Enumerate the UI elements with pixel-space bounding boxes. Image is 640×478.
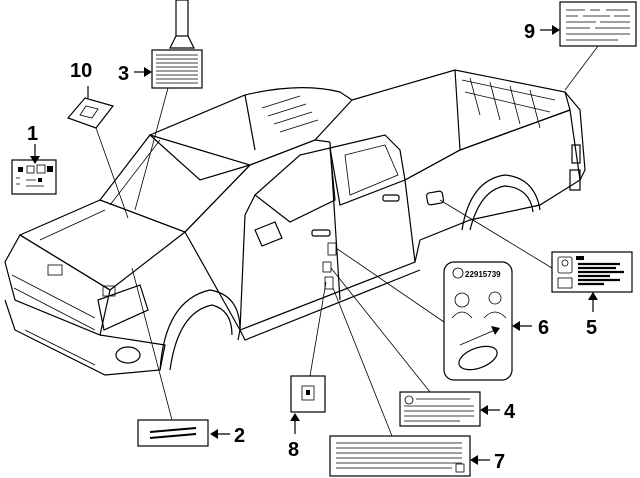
pickup-truck-illustration — [4, 69, 586, 376]
callout-5: 5 — [586, 317, 597, 339]
pillar-label-marker-c — [324, 276, 334, 290]
callout-10: 10 — [70, 60, 92, 82]
callout-2: 2 — [234, 425, 245, 447]
label-1-graphic — [11, 159, 57, 195]
label-6-part-code: 22915739 — [465, 270, 501, 279]
callout-4: 4 — [504, 401, 516, 423]
label-5-graphic — [551, 251, 633, 293]
label-9-graphic — [559, 1, 637, 47]
label-4-graphic — [399, 391, 481, 427]
pillar-label-marker-b — [322, 261, 332, 273]
callout-3: 3 — [118, 63, 129, 85]
callout-8: 8 — [288, 439, 299, 461]
label-2-graphic — [137, 419, 209, 447]
hood-label-marker — [47, 264, 63, 276]
bumper-label-marker — [102, 285, 116, 297]
label-7-graphic — [329, 435, 471, 477]
label-10-graphic — [66, 97, 115, 129]
label-3-graphic — [151, 0, 203, 89]
callout-1: 1 — [27, 123, 38, 145]
callout-9: 9 — [524, 21, 535, 43]
callout-7: 7 — [494, 451, 505, 473]
label-6-graphic: 22915739 — [443, 261, 513, 381]
label-8-graphic — [290, 375, 326, 413]
pillar-label-marker-a — [327, 242, 337, 256]
callout-6: 6 — [538, 317, 549, 339]
